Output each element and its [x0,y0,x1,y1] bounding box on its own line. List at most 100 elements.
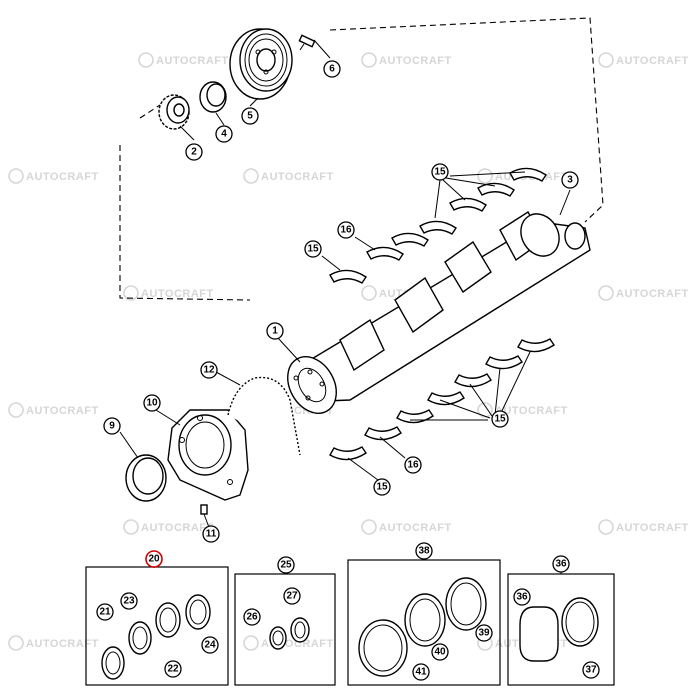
watermark: AUTOCRAFT [361,52,452,68]
callout-36-header[interactable]: 36 [552,555,570,573]
damper-pulley [229,28,293,100]
seal-kit-box-38 [347,552,501,686]
svg-text:40: 40 [434,647,446,658]
rear-seal-housing [167,409,249,501]
assembly-outline [119,17,604,301]
svg-text:5: 5 [247,111,253,122]
watermark: AUTOCRAFT [598,285,689,301]
callout-16-top[interactable]: 16 [337,221,355,239]
svg-text:9: 9 [109,421,115,432]
svg-text:11: 11 [206,529,217,540]
callout-15-top[interactable]: 15 [431,163,449,181]
callout-25[interactable]: 25 [277,556,295,574]
svg-text:25: 25 [280,560,292,571]
callout-10[interactable]: 10 [143,394,161,412]
rear-main-seal [125,454,167,502]
callout-15-left[interactable]: 15 [304,240,322,258]
svg-text:AUTOCRAFT: AUTOCRAFT [26,638,99,650]
svg-text:22: 22 [167,664,179,675]
callout-15-bottom[interactable]: 15 [373,478,391,496]
svg-text:AUTOCRAFT: AUTOCRAFT [379,55,452,67]
watermark: AUTOCRAFT [123,285,214,301]
callout-21[interactable]: 21 [96,603,114,621]
watermark: AUTOCRAFT [8,402,99,418]
svg-text:38: 38 [418,546,430,557]
svg-text:AUTOCRAFT: AUTOCRAFT [616,288,689,300]
callout-20[interactable]: 20 [145,550,163,568]
svg-text:26: 26 [246,612,258,623]
svg-text:24: 24 [204,640,216,651]
svg-text:15: 15 [376,482,388,493]
callout-36[interactable]: 36 [513,588,531,606]
svg-text:1: 1 [272,326,278,337]
svg-text:27: 27 [286,591,298,602]
svg-text:20: 20 [148,554,160,565]
watermark: AUTOCRAFT [477,402,568,418]
svg-text:37: 37 [585,665,597,676]
svg-text:15: 15 [307,244,319,255]
watermark: AUTOCRAFT [8,168,99,184]
callout-4[interactable]: 4 [215,125,233,143]
damper-bolt [298,34,316,51]
svg-text:12: 12 [203,365,215,376]
svg-text:10: 10 [146,398,158,409]
crankshaft [277,189,591,414]
callout-11[interactable]: 11 [202,525,220,543]
seal-kit-box-20 [85,558,229,686]
callouts: 1 2 3 4 5 6 9 10 11 12 15 15 15 15 16 16… [96,60,600,681]
callout-39[interactable]: 39 [475,624,493,642]
watermark: AUTOCRAFT [8,635,99,651]
svg-text:4: 4 [221,129,227,140]
callout-9[interactable]: 9 [103,417,121,435]
svg-text:AUTOCRAFT: AUTOCRAFT [156,55,229,67]
rear-housing-gasket [227,376,301,456]
callout-16-bottom[interactable]: 16 [404,456,422,474]
svg-text:21: 21 [99,607,111,618]
callout-38[interactable]: 38 [415,542,433,560]
callout-23[interactable]: 23 [120,592,138,610]
svg-text:36: 36 [555,559,567,570]
svg-text:AUTOCRAFT: AUTOCRAFT [616,55,689,67]
svg-text:39: 39 [478,628,490,639]
watermark: AUTOCRAFT [123,519,213,535]
callout-15-right[interactable]: 15 [491,410,509,428]
callout-40[interactable]: 40 [431,643,449,661]
svg-text:6: 6 [329,64,335,75]
watermark: AUTOCRAFT [138,52,229,68]
watermark: AUTOCRAFT [243,168,333,184]
watermark: AUTOCRAFT [598,52,689,68]
upper-bearing-shells [321,167,547,284]
svg-text:23: 23 [123,596,135,607]
callout-2[interactable]: 2 [185,143,203,161]
crank-sprocket [158,94,190,130]
svg-text:36: 36 [516,592,528,603]
front-seal [199,81,227,113]
seal-kit-box-25 [234,566,336,686]
callout-3[interactable]: 3 [561,171,579,189]
callout-26[interactable]: 26 [243,608,261,626]
svg-text:41: 41 [415,667,427,678]
watermark: AUTOCRAFT [361,519,451,535]
svg-text:AUTOCRAFT: AUTOCRAFT [495,405,568,417]
watermark: AUTOCRAFT [598,519,689,535]
seal-ring [101,594,211,680]
svg-text:AUTOCRAFT: AUTOCRAFT [141,288,214,300]
svg-text:AUTOCRAFT: AUTOCRAFT [26,171,99,183]
callout-1[interactable]: 1 [266,322,284,340]
callout-41[interactable]: 41 [412,663,430,681]
svg-text:15: 15 [494,414,506,425]
callout-6[interactable]: 6 [323,60,341,78]
callout-12[interactable]: 12 [200,361,218,379]
callout-37[interactable]: 37 [582,661,600,679]
front-components [158,28,331,141]
svg-text:AUTOCRAFT: AUTOCRAFT [26,405,99,417]
svg-text:3: 3 [567,175,573,186]
callout-5[interactable]: 5 [241,107,259,125]
callout-24[interactable]: 24 [201,636,219,654]
svg-text:AUTOCRAFT: AUTOCRAFT [616,522,689,534]
callout-22[interactable]: 22 [164,660,182,678]
lower-bearing-shells [329,338,555,481]
callout-27[interactable]: 27 [283,587,301,605]
